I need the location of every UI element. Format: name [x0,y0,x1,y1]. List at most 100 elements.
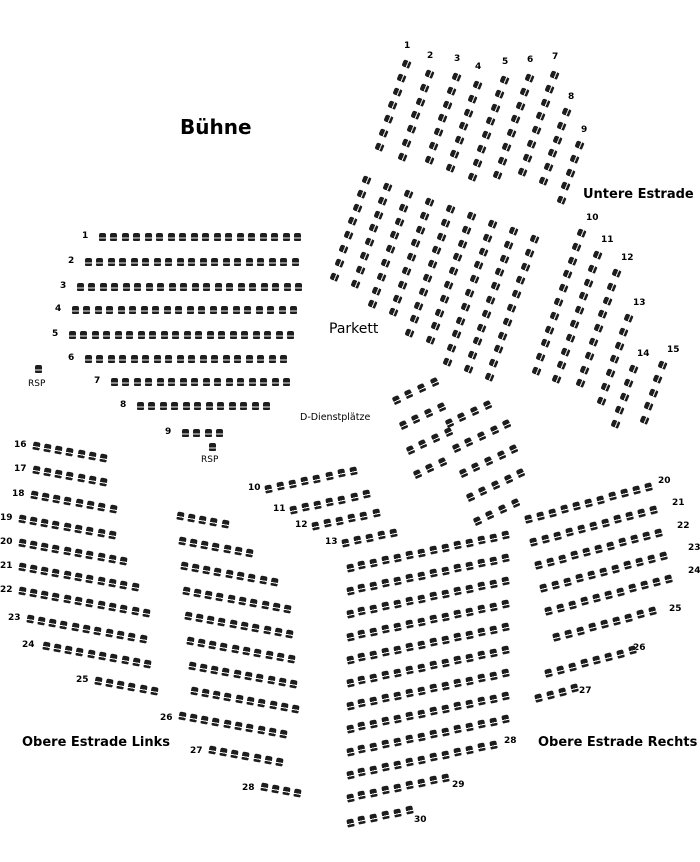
seat-icon[interactable] [519,261,531,272]
seat-icon[interactable] [481,308,492,319]
seat-icon[interactable] [588,337,599,347]
seat-icon[interactable] [369,813,379,823]
seat-icon[interactable] [272,602,281,612]
seat-icon[interactable] [417,686,426,696]
seat-icon[interactable] [497,504,508,515]
seat-icon[interactable] [627,364,639,374]
seat-icon[interactable] [156,378,164,386]
seat-icon[interactable] [133,378,141,386]
seat-icon[interactable] [300,476,309,486]
seat-icon[interactable] [423,408,434,419]
seat-icon[interactable] [477,581,486,591]
seat-icon[interactable] [430,433,441,444]
seat-icon[interactable] [553,297,564,307]
seat-icon[interactable] [465,491,475,503]
seat-icon[interactable] [476,144,487,154]
seat-icon[interactable] [477,604,486,614]
seat-icon[interactable] [183,611,193,621]
seat-icon[interactable] [204,590,213,600]
seat-icon[interactable] [88,475,97,485]
seat-icon[interactable] [214,283,222,291]
seat-icon[interactable] [369,558,379,568]
seat-icon[interactable] [503,474,513,485]
seat-icon[interactable] [368,223,379,234]
seat-icon[interactable] [214,378,221,386]
seat-icon[interactable] [517,166,528,177]
seat-icon[interactable] [153,258,161,266]
seat-icon[interactable] [211,717,221,727]
seat-icon[interactable] [405,780,414,790]
seat-icon[interactable] [312,473,322,484]
seat-icon[interactable] [429,775,438,785]
seat-icon[interactable] [531,366,542,376]
seat-icon[interactable] [185,636,195,646]
seat-icon[interactable] [489,102,501,113]
seat-icon[interactable] [86,500,95,510]
seat-icon[interactable] [544,324,555,335]
seat-icon[interactable] [127,632,137,642]
seat-icon[interactable] [538,176,549,186]
seat-icon[interactable] [419,82,430,93]
seat-icon[interactable] [393,576,402,586]
seat-icon[interactable] [31,441,41,451]
seat-icon[interactable] [221,667,231,677]
seat-icon[interactable] [176,258,184,266]
seat-icon[interactable] [443,427,453,438]
seat-icon[interactable] [211,542,221,552]
seat-icon[interactable] [357,652,367,663]
seat-icon[interactable] [97,552,106,562]
seat-icon[interactable] [325,497,334,507]
seat-icon[interactable] [393,622,402,632]
seat-icon[interactable] [417,438,428,450]
seat-icon[interactable] [477,246,489,257]
seat-icon[interactable] [111,283,118,291]
seat-icon[interactable] [234,546,243,556]
seat-icon[interactable] [482,232,493,243]
seat-icon[interactable] [210,665,219,675]
seat-icon[interactable] [557,553,567,564]
seat-icon[interactable] [410,110,421,121]
seat-icon[interactable] [119,556,129,566]
seat-icon[interactable] [396,72,407,83]
seat-icon[interactable] [601,295,613,306]
seat-icon[interactable] [156,233,163,241]
seat-icon[interactable] [493,344,504,355]
seat-icon[interactable] [99,283,107,291]
seat-icon[interactable] [259,575,268,585]
seat-icon[interactable] [76,283,84,291]
seat-icon[interactable] [207,745,217,755]
seat-icon[interactable] [576,524,586,534]
seat-icon[interactable] [476,431,487,442]
seat-icon[interactable] [340,538,350,548]
seat-icon[interactable] [310,521,320,531]
seat-icon[interactable] [465,606,474,617]
seat-icon[interactable] [539,97,551,108]
seat-icon[interactable] [278,677,287,687]
seat-icon[interactable] [405,805,414,815]
seat-icon[interactable] [119,355,126,363]
seat-icon[interactable] [194,402,201,410]
seat-icon[interactable] [345,747,355,757]
seat-icon[interactable] [381,578,391,589]
seat-icon[interactable] [381,601,391,612]
seat-icon[interactable] [335,516,344,526]
seat-icon[interactable] [200,540,209,550]
seat-icon[interactable] [437,457,448,468]
seat-icon[interactable] [430,321,441,332]
seat-icon[interactable] [471,80,483,90]
seat-icon[interactable] [236,571,245,581]
seat-icon[interactable] [157,283,164,291]
seat-icon[interactable] [99,453,109,463]
seat-icon[interactable] [347,216,358,227]
seat-icon[interactable] [511,289,522,299]
seat-icon[interactable] [587,263,598,274]
seat-icon[interactable] [405,619,414,629]
seat-icon[interactable] [441,681,450,691]
seat-icon[interactable] [523,73,535,83]
seat-icon[interactable] [605,368,616,378]
seat-icon[interactable] [349,492,359,502]
seat-icon[interactable] [234,721,243,731]
seat-icon[interactable] [43,467,52,477]
seat-icon[interactable] [29,564,38,574]
seat-icon[interactable] [96,355,103,363]
